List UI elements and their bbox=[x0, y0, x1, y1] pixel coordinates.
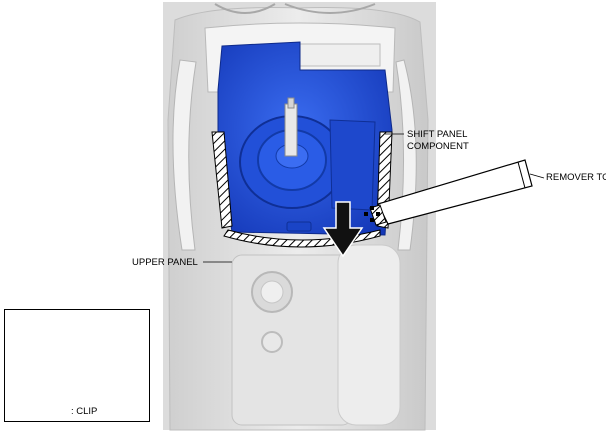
callout-shift-panel-line1: SHIFT PANEL bbox=[407, 129, 468, 140]
leader-remover-tool bbox=[529, 173, 545, 179]
push-arrow bbox=[322, 201, 364, 258]
callout-remover-tool: REMOVER TOOL bbox=[546, 172, 606, 183]
lower-console bbox=[231, 254, 353, 426]
upper-panel-hatch-left bbox=[211, 131, 233, 229]
knob bbox=[261, 331, 283, 353]
left-trim bbox=[172, 59, 197, 251]
armrest-side bbox=[337, 244, 401, 426]
vent-left bbox=[214, 3, 276, 14]
shift-lever-tip bbox=[287, 97, 295, 109]
callout-shift-panel-line2: COMPONENT bbox=[407, 141, 469, 152]
panel-switch bbox=[286, 221, 312, 232]
callout-upper-panel: UPPER PANEL bbox=[132, 257, 198, 268]
clip-legend-label: : CLIP bbox=[71, 406, 98, 417]
clip-inset-frame bbox=[4, 309, 150, 422]
shift-lever bbox=[284, 103, 298, 157]
display-slot bbox=[299, 43, 381, 67]
vent-right bbox=[284, 3, 376, 14]
clip-marker bbox=[364, 206, 380, 222]
panel-detail bbox=[329, 119, 376, 211]
cup-holder-inner bbox=[260, 280, 284, 304]
